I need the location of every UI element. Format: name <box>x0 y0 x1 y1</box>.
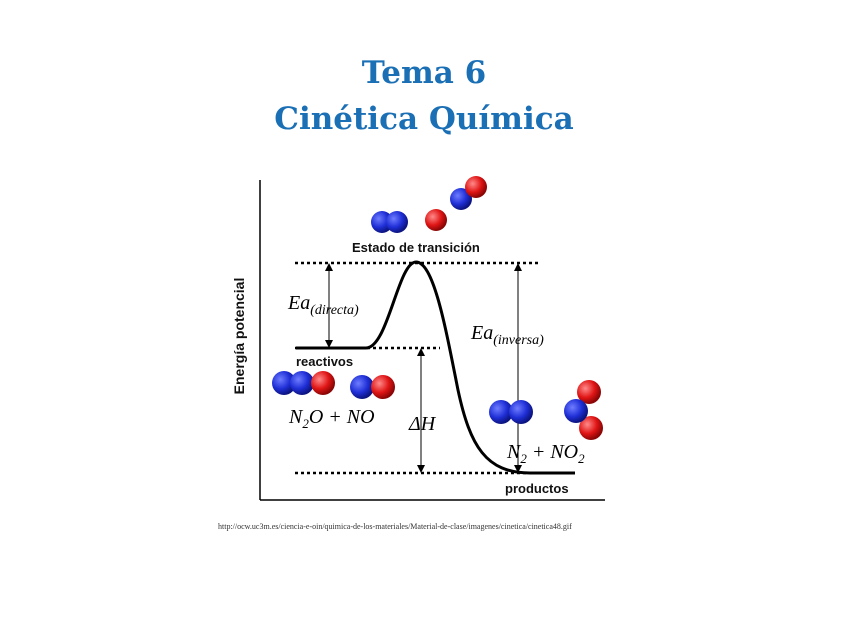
products-n-sub: 2 <box>520 451 527 466</box>
products-formula: N2 + NO2 <box>506 441 585 466</box>
reactant-molecules <box>272 371 395 399</box>
ea-reverse-subscript: (inversa) <box>493 333 544 348</box>
reactants-label: reactivos <box>296 354 353 369</box>
title-line-2: Cinética Química <box>274 101 574 137</box>
title-line-1: Tema 6 <box>361 55 487 91</box>
n-atom <box>450 188 472 210</box>
n-atom <box>509 400 533 424</box>
reactants-n-sub: 2 <box>302 416 309 431</box>
ea-reverse-base: Ea <box>470 322 493 344</box>
n-atom <box>290 371 314 395</box>
o-atom <box>579 416 603 440</box>
o-atom <box>577 380 601 404</box>
y-axis-label: Energía potencial <box>231 278 247 395</box>
energy-curve <box>296 260 575 475</box>
n-atom <box>350 375 374 399</box>
ea-forward-label: Ea(directa) <box>287 292 359 318</box>
o-atom <box>425 209 447 231</box>
transition-state-molecules <box>371 176 487 233</box>
products-n: N <box>506 441 522 463</box>
products-label: productos <box>505 481 569 496</box>
o-atom <box>371 375 395 399</box>
reactants-rest: O + NO <box>309 406 375 428</box>
delta-h-label: ΔH <box>408 413 437 435</box>
source-url: http://ocw.uc3m.es/ciencia-e-oin/quimica… <box>218 522 572 531</box>
n-atom <box>489 400 513 424</box>
reactants-n: N <box>288 406 304 428</box>
ea-reverse-label: Ea(inversa) <box>470 322 544 348</box>
ea-forward-base: Ea <box>287 292 310 314</box>
reactants-formula: N2O + NO <box>288 406 375 431</box>
products-no-sub: 2 <box>578 451 585 466</box>
o-atom <box>465 176 487 198</box>
transition-state-label: Estado de transición <box>352 240 480 255</box>
n-atom <box>272 371 296 395</box>
product-molecules <box>489 380 603 440</box>
n-atom <box>564 399 588 423</box>
ea-forward-subscript: (directa) <box>310 303 359 318</box>
o-atom <box>311 371 335 395</box>
n-atom <box>386 211 408 233</box>
products-no: + NO <box>527 441 578 463</box>
